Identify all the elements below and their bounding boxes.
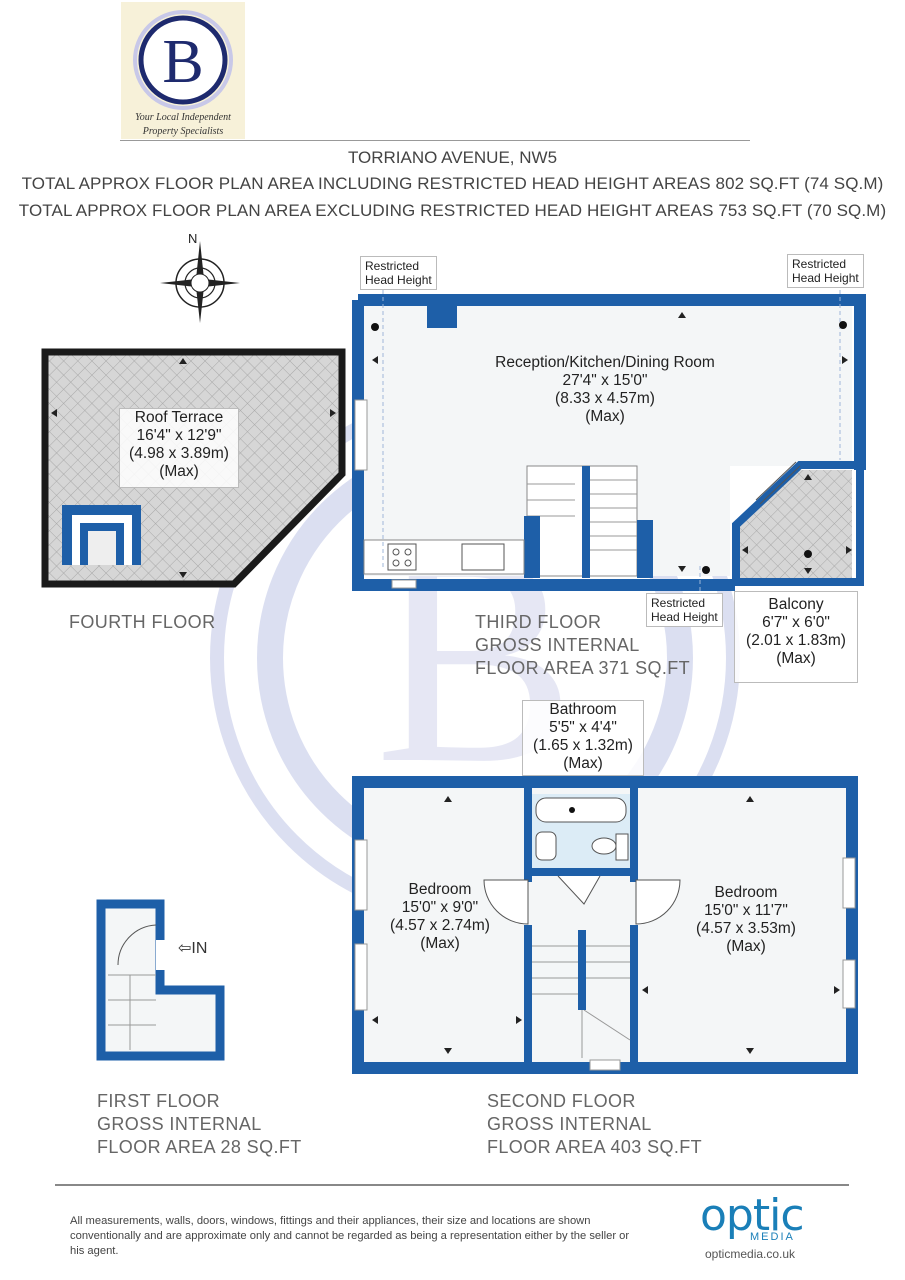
bedroom-right-label: Bedroom 15'0" x 11'7" (4.57 x 3.53m) (Ma… <box>696 884 796 955</box>
logo-emblem: B Your Local Independent Property Specia… <box>133 10 233 137</box>
optic-media-sub: MEDIA <box>750 1231 795 1243</box>
roof-terrace-label: Roof Terrace 16'4" x 12'9" (4.98 x 3.89m… <box>119 408 239 488</box>
second-floor-plan <box>352 776 858 1074</box>
entrance-marker: ⇦IN <box>178 940 207 957</box>
brand-logo: B Your Local Independent Property Specia… <box>121 2 245 139</box>
footer-divider <box>55 1184 849 1186</box>
logo-tagline-2: Property Specialists <box>142 126 224 137</box>
disclaimer-text: All measurements, walls, doors, windows,… <box>70 1215 630 1257</box>
optic-media-url[interactable]: opticmedia.co.uk <box>705 1247 796 1261</box>
reception-label: Reception/Kitchen/Dining Room 27'4" x 15… <box>495 354 715 425</box>
logo-tagline-1: Your Local Independent <box>135 112 231 123</box>
compass-rose <box>160 241 240 323</box>
restricted-head-height-tag: Restricted Head Height <box>360 256 437 290</box>
header-divider <box>120 140 750 141</box>
logo-letter: B <box>162 28 203 96</box>
bedroom-left-label: Bedroom 15'0" x 9'0" (4.57 x 2.74m) (Max… <box>390 881 490 952</box>
restricted-head-height-tag: Restricted Head Height <box>646 593 723 627</box>
balcony-label: Balcony 6'7" x 6'0" (2.01 x 1.83m) (Max) <box>734 591 858 683</box>
area-excluding: TOTAL APPROX FLOOR PLAN AREA EXCLUDING R… <box>18 201 887 220</box>
first-floor-label: FIRST FLOOR GROSS INTERNAL FLOOR AREA 28… <box>97 1091 302 1157</box>
property-address: TORRIANO AVENUE, NW5 <box>347 148 558 167</box>
first-floor-plan <box>96 899 225 1061</box>
entrance-label: IN <box>191 940 207 957</box>
restricted-head-height-tag: Restricted Head Height <box>787 254 864 288</box>
third-floor-label: THIRD FLOOR GROSS INTERNAL FLOOR AREA 37… <box>475 612 691 678</box>
second-floor-label: SECOND FLOOR GROSS INTERNAL FLOOR AREA 4… <box>487 1091 703 1157</box>
optic-media-logo: optic <box>700 1190 805 1241</box>
bathroom-label: Bathroom 5'5" x 4'4" (1.65 x 1.32m) (Max… <box>522 700 644 776</box>
area-including: TOTAL APPROX FLOOR PLAN AREA INCLUDING R… <box>21 174 884 193</box>
third-floor-plan <box>352 290 866 600</box>
fourth-floor-label: FOURTH FLOOR <box>69 612 216 632</box>
compass-north-label: N <box>188 231 197 246</box>
